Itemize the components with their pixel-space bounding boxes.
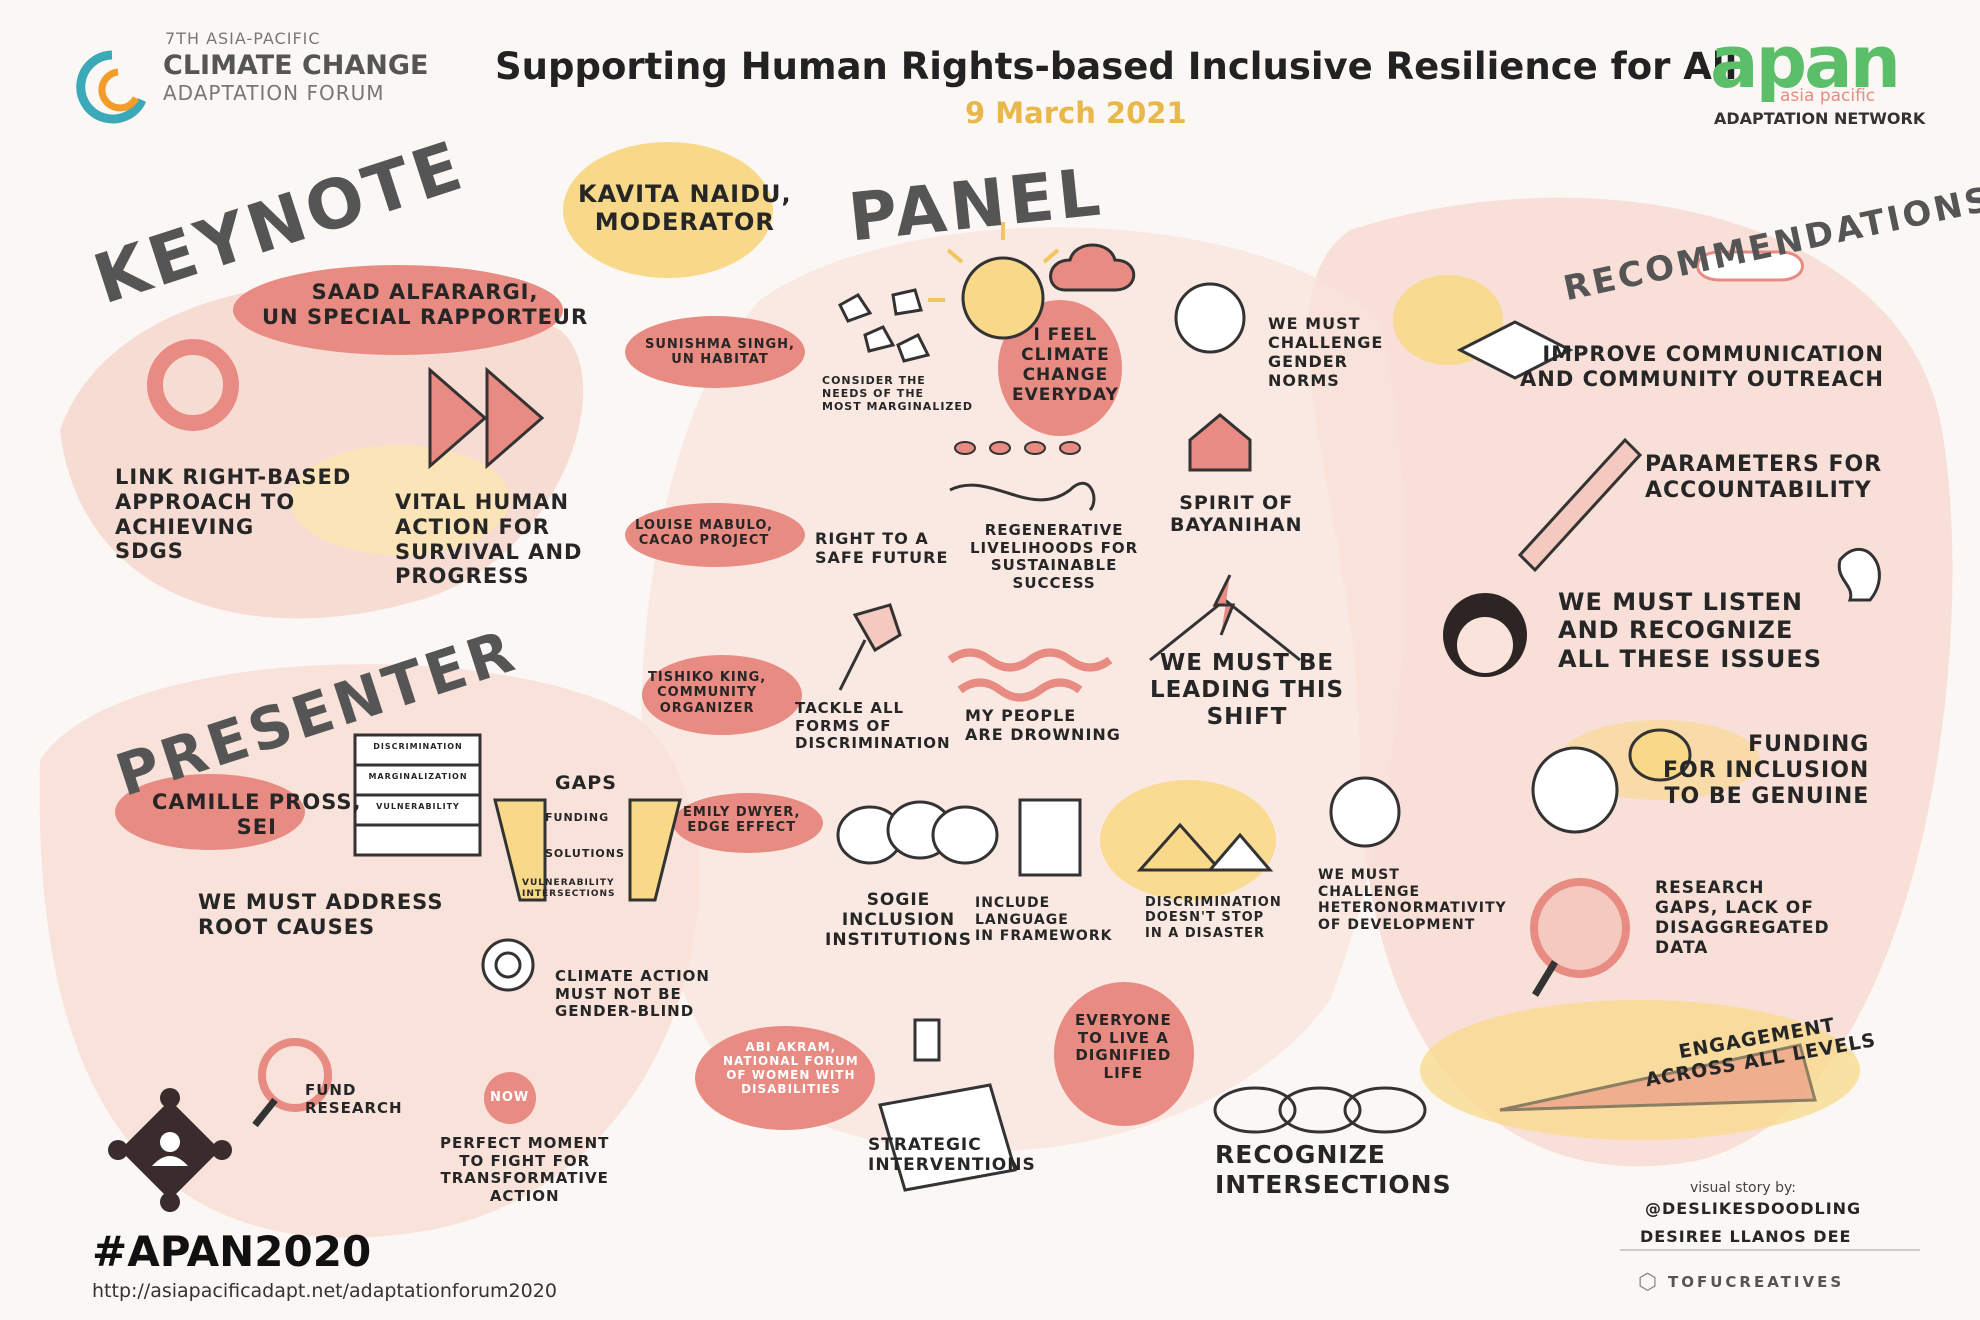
- recommendation-item: RESEARCH GAPS, LACK OF DISAGGREGATED DAT…: [1655, 878, 1830, 959]
- studio-logo: TOFUCREATIVES: [1668, 1273, 1845, 1291]
- apan-logo: apan: [1710, 20, 1901, 104]
- event-url[interactable]: http://asiapacificadapt.net/adaptationfo…: [92, 1280, 557, 1302]
- credit-label: visual story by:: [1690, 1180, 1796, 1196]
- event-date: 9 March 2021: [965, 96, 1187, 130]
- panel-note: DISCRIMINATION DOESN'T STOP IN A DISASTE…: [1145, 895, 1282, 941]
- panel-note: WE MUST CHALLENGE HETERONORMATIVITY OF D…: [1318, 867, 1507, 933]
- perfect-moment-note: PERFECT MOMENT TO FIGHT FOR TRANSFORMATI…: [440, 1134, 610, 1206]
- page-title: Supporting Human Rights-based Inclusive …: [495, 45, 1738, 88]
- apan-network-label: ADAPTATION NETWORK: [1714, 109, 1926, 128]
- panel-note: MY PEOPLE ARE DROWNING: [965, 706, 1121, 744]
- fund-research-note: FUND RESEARCH: [305, 1081, 403, 1117]
- gaps-title: GAPS: [555, 772, 617, 794]
- studio-logo-icon: ⬡: [1638, 1270, 1658, 1295]
- recommendation-item: WE MUST LISTEN AND RECOGNIZE ALL THESE I…: [1558, 588, 1822, 673]
- credit-handle: @DESLIKESDOODLING: [1645, 1199, 1862, 1218]
- forum-subtitle: ADAPTATION FORUM: [163, 81, 385, 105]
- panel-note: TACKLE ALL FORMS OF DISCRIMINATION: [795, 699, 951, 753]
- stack-item: MARGINALIZATION: [368, 772, 468, 781]
- panel-speaker: EMILY DWYER, EDGE EFFECT: [683, 805, 801, 836]
- recommendation-item: IMPROVE COMMUNICATION AND COMMUNITY OUTR…: [1520, 342, 1884, 391]
- gaps-item: FUNDING: [545, 811, 610, 824]
- recommendation-item: FUNDING FOR INCLUSION TO BE GENUINE: [1663, 732, 1870, 809]
- credit-name: DESIREE LLANOS DEE: [1640, 1227, 1852, 1246]
- panel-speaker: SUNISHMA SINGH, UN HABITAT: [645, 337, 795, 368]
- panel-note: WE MUST CHALLENGE GENDER NORMS: [1268, 314, 1384, 390]
- stack-item: VULNERABILITY: [376, 802, 460, 811]
- apan-logo-subtitle: asia pacific: [1780, 86, 1876, 106]
- panel-speaker: LOUISE MABULO, CACAO PROJECT: [635, 518, 774, 549]
- panel-note: SPIRIT OF BAYANIHAN: [1170, 492, 1303, 537]
- panel-note: RECOGNIZE INTERSECTIONS: [1215, 1140, 1452, 1199]
- panel-speaker: ABI AKRAM, NATIONAL FORUM OF WOMEN WITH …: [723, 1040, 859, 1097]
- panel-note: INCLUDE LANGUAGE IN FRAMEWORK: [975, 895, 1113, 945]
- keynote-speaker: SAAD ALFARARGI, UN SPECIAL RAPPORTEUR: [262, 280, 589, 329]
- panel-note: EVERYONE TO LIVE A DIGNIFIED LIFE: [1075, 1011, 1172, 1083]
- presenter-speaker: CAMILLE PROSS, SEI: [152, 790, 362, 839]
- panel-note: CONSIDER THE NEEDS OF THE MOST MARGINALI…: [822, 374, 974, 413]
- moderator-label: KAVITA NAIDU, MODERATOR: [578, 180, 792, 237]
- panel-note: RIGHT TO A SAFE FUTURE: [815, 529, 949, 567]
- now-badge: NOW: [490, 1090, 530, 1105]
- recommendation-item: PARAMETERS FOR ACCOUNTABILITY: [1645, 452, 1883, 503]
- gaps-item: SOLUTIONS: [545, 847, 625, 860]
- root-causes-note: WE MUST ADDRESS ROOT CAUSES: [198, 890, 444, 939]
- panel-note: I FEEL CLIMATE CHANGE EVERYDAY: [1012, 325, 1119, 406]
- panel-note: REGENERATIVE LIVELIHOODS FOR SUSTAINABLE…: [970, 521, 1139, 593]
- stack-item: DISCRIMINATION: [373, 742, 463, 751]
- panel-note: WE MUST BE LEADING THIS SHIFT: [1150, 650, 1345, 731]
- gender-blind-note: CLIMATE ACTION MUST NOT BE GENDER-BLIND: [555, 967, 710, 1021]
- panel-speaker: TISHIKO KING, COMMUNITY ORGANIZER: [648, 670, 767, 716]
- panel-note: SOGIE INCLUSION INSTITUTIONS: [825, 890, 972, 951]
- event-hashtag: #APAN2020: [92, 1227, 372, 1276]
- keynote-point-2: VITAL HUMAN ACTION FOR SURVIVAL AND PROG…: [395, 490, 583, 589]
- keynote-point-1: LINK RIGHT-BASED APPROACH TO ACHIEVING S…: [115, 465, 352, 564]
- forum-name: CLIMATE CHANGE: [163, 50, 429, 81]
- panel-note: STRATEGIC INTERVENTIONS: [868, 1135, 1036, 1176]
- gaps-item: VULNERABILITY INTERSECTIONS: [522, 878, 616, 899]
- forum-edition: 7TH ASIA-PACIFIC: [165, 29, 321, 48]
